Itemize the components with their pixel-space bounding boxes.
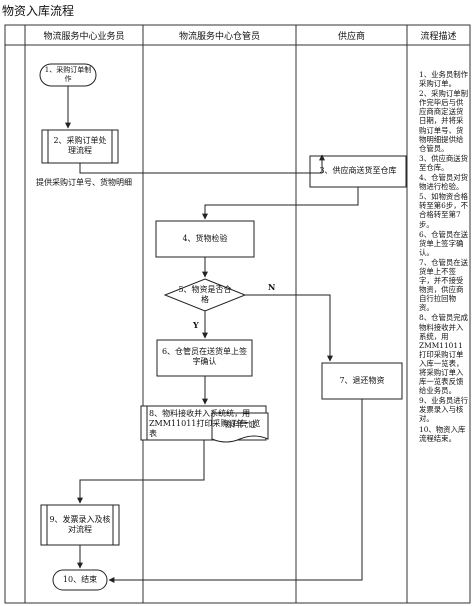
swimlane-grid xyxy=(4,24,471,604)
lane-header-description: 流程描述 xyxy=(420,32,457,42)
step2-process xyxy=(41,129,119,164)
step2-label: 2、采购订单处理流程 xyxy=(53,136,107,155)
edge-7-10 xyxy=(108,399,363,583)
step6-box xyxy=(156,339,253,377)
connectors xyxy=(65,86,363,583)
edge-yes-label: Y xyxy=(193,320,199,330)
outer-frame xyxy=(4,24,471,604)
description-item: 8、仓管员完成物料接收并入系统，用ZMM11011打印采购订单入库一览表，将采购… xyxy=(419,313,469,396)
page-title: 物资入库流程 xyxy=(2,4,75,18)
edge-5-7 xyxy=(245,294,333,362)
step9-process xyxy=(40,504,120,546)
step7-box xyxy=(321,362,403,400)
step9-label: 9、发票录入及核对流程 xyxy=(49,515,111,534)
description-item: 4、仓管员对货物进行检验。 xyxy=(419,173,469,192)
step10-terminator xyxy=(52,569,108,591)
step4-box xyxy=(155,220,255,258)
description-item: 3、供应商送货至仓库。 xyxy=(419,153,469,172)
edge-8-9 xyxy=(77,440,205,504)
step5-label: 5、物资是否合格 xyxy=(178,285,232,304)
description-item: 1、业务员制作采购订单。 xyxy=(419,70,469,89)
description-item: 10、物资入库流程结束。 xyxy=(419,424,466,443)
step3-label: 3、供应商送货至仓库 xyxy=(319,166,397,175)
lane-header-supplier: 供应商 xyxy=(337,32,365,42)
step4-label: 4、货物检验 xyxy=(182,234,228,243)
description-item: 2、采购订单制作完毕后与供应商商定送货日期，并将采购订单号、货物明细提供给仓管员… xyxy=(419,89,469,153)
description-item: 6、仓管员在送货单上签字确认。 xyxy=(419,229,469,257)
description-item: 5、如物资合格转至第6步，不合格转至第7步。 xyxy=(419,192,469,229)
step10-label: 10、结束 xyxy=(62,575,98,584)
edge-3-4 xyxy=(202,187,359,220)
edge-provide-info-label: 提供采购订单号、货物明细 xyxy=(36,178,132,187)
step8-label: 8、物料接收并入系统统，用ZMM11011打印采购订单一览表 xyxy=(149,409,261,438)
doc8-document xyxy=(211,412,269,443)
description-item: 9、业务员进行发票录入与核对。 xyxy=(419,396,469,424)
lane-header-warehouse: 物流服务中心仓管员 xyxy=(178,32,260,42)
step1-label: 1、采购订单制作 xyxy=(44,66,92,83)
edge-2-3 xyxy=(79,154,325,174)
doc8-label: 物料凭证 xyxy=(224,420,256,429)
step6-label: 6、仓管员在送货单上签字确认 xyxy=(161,347,248,366)
description-item: 7、仓管员在送货单上不签字，并不接受物资，供应商自行拉回物资。 xyxy=(419,257,469,313)
lane-header-business: 物流服务中心业务员 xyxy=(43,32,125,42)
step7-label: 7、退还物资 xyxy=(339,376,385,385)
process-description: 1、业务员制作采购订单。 2、采购订单制作完毕后与供应商商定送货日期，并将采购订… xyxy=(419,70,469,444)
edge-no-label: N xyxy=(268,282,276,292)
